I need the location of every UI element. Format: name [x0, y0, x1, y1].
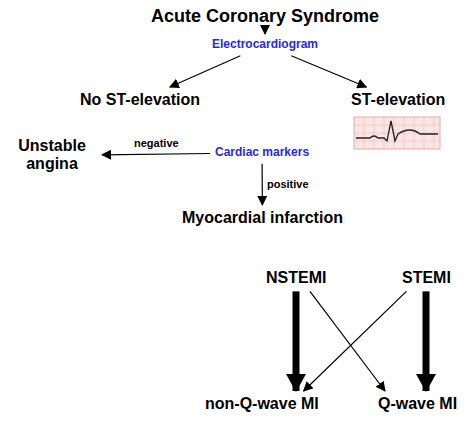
text-node: No ST-elevation [77, 89, 203, 111]
text-node: non-Q-wave MI [202, 393, 322, 415]
node-text: Unstable angina [7, 137, 97, 174]
ecg-trace [356, 121, 438, 141]
text-node: NSTEMI [263, 267, 329, 289]
node-text: No ST-elevation [80, 91, 200, 109]
text-node: Q-wave MI [375, 393, 460, 415]
arrow [262, 164, 263, 205]
node-text: Cardiac markers [215, 146, 309, 160]
thick-arrow [293, 291, 300, 391]
arrow [170, 56, 241, 87]
arrow [291, 56, 366, 87]
edge-label: positive [265, 178, 311, 191]
text-node: STEMI [399, 267, 454, 289]
node-text: non-Q-wave MI [205, 395, 319, 413]
arrow [264, 31, 265, 34]
arrow [310, 291, 385, 391]
node-text: Electrocardiogram [212, 38, 318, 52]
node-text: STEMI [402, 269, 451, 287]
edge-label: negative [132, 137, 181, 150]
arrow [304, 291, 407, 391]
text-node: ST-elevation [348, 89, 448, 111]
node-text: Acute Coronary Syndrome [151, 6, 379, 27]
text-node: Electrocardiogram [209, 36, 321, 54]
node-text: ST-elevation [351, 91, 445, 109]
thick-arrow [423, 291, 430, 391]
text-node: Cardiac markers [212, 144, 312, 162]
ecg-grid [354, 117, 440, 149]
text-node: Acute Coronary Syndrome [148, 4, 382, 29]
text-node: Unstable angina [4, 135, 100, 176]
ecg-paper [354, 117, 440, 149]
text-node: Myocardial infarction [179, 207, 346, 229]
node-text: NSTEMI [266, 269, 326, 287]
node-text: Myocardial infarction [182, 209, 343, 227]
node-text: Q-wave MI [378, 395, 457, 413]
arrow [102, 154, 210, 155]
